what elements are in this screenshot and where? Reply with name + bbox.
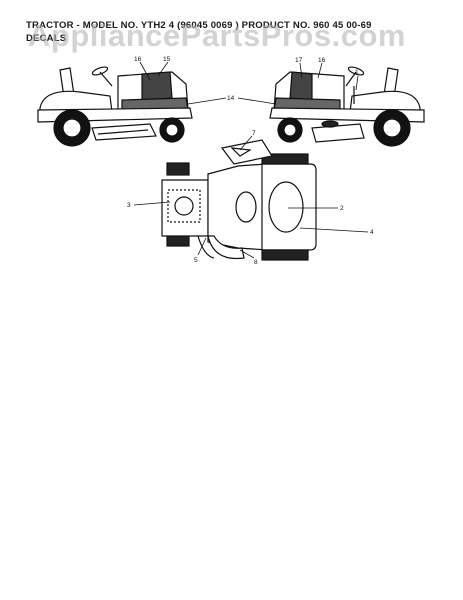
decal-3-area <box>167 189 201 223</box>
steering-wheel <box>91 66 109 76</box>
tractor-right-view <box>269 66 425 147</box>
chassis-top <box>207 163 269 251</box>
rear-wheel-right <box>261 249 309 261</box>
rear-wheel-left <box>261 153 309 165</box>
callout-8: 8 <box>254 259 258 266</box>
diagram-subtitle: DECALS <box>26 33 67 44</box>
callout-1: 1 <box>355 69 359 76</box>
callout-16-left: 16 <box>134 56 142 63</box>
steering-wheel <box>347 66 365 76</box>
callout-3: 3 <box>127 202 131 209</box>
diagram-title: TRACTOR - MODEL NO. YTH2 4 (96045 0069 )… <box>26 20 372 31</box>
tractor-top-view <box>161 139 317 261</box>
callout-2: 2 <box>340 205 344 212</box>
rear-fender <box>39 90 113 113</box>
callout-15: 15 <box>163 56 171 63</box>
rear-body-top <box>261 163 317 251</box>
callout-7: 7 <box>252 130 256 137</box>
decal-15 <box>141 71 173 101</box>
steering-column <box>99 71 113 87</box>
decal-17 <box>289 71 313 101</box>
callout-14: 14 <box>227 95 235 102</box>
hood-top <box>161 179 209 237</box>
callout-4: 4 <box>370 229 374 236</box>
mower-deck <box>311 123 365 143</box>
rear-fender <box>349 90 421 113</box>
front-wheel-left <box>166 162 190 176</box>
callout-16-right: 16 <box>318 57 326 64</box>
decal-8-deck <box>207 235 245 260</box>
callout-17: 17 <box>295 57 303 64</box>
tractor-left-view <box>37 66 193 147</box>
seat-top <box>268 181 304 233</box>
callout-5: 5 <box>194 257 198 264</box>
